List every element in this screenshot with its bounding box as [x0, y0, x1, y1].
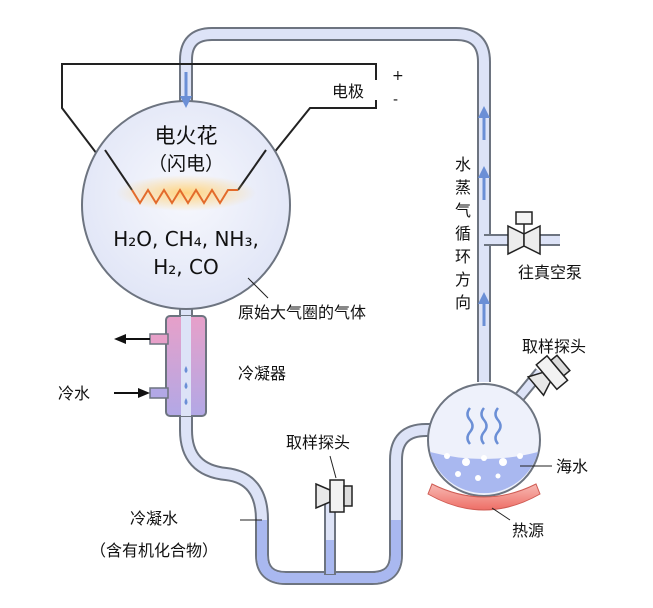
sea-water-label: 海水 [556, 457, 588, 476]
spark-label: 电火花 [155, 124, 218, 148]
sampling-probe-right-label: 取样探头 [522, 337, 586, 356]
flow-arrows-up [478, 106, 490, 326]
glass-tubing [179, 27, 560, 585]
small-flask [427, 383, 541, 497]
gases-line-1: H₂O, CH₄, NH₃, [113, 227, 259, 251]
vapor-char: 环 [455, 247, 471, 266]
condensed-water [257, 520, 401, 583]
atmosphere-label: 原始大气圈的气体 [238, 303, 366, 322]
sampling-probe-left[interactable] [315, 479, 353, 513]
sampling-probe-right[interactable] [526, 351, 574, 399]
heat-source-label: 热源 [512, 521, 544, 540]
organic-compounds-label: （含有机化合物） [90, 541, 218, 560]
vapor-cycle-direction-label: 水 蒸 气 循 环 方 向 [455, 155, 471, 312]
sampling-probe-left-label: 取样探头 [286, 433, 350, 452]
cold-water-in-arrow [114, 388, 150, 398]
cold-water-label: 冷水 [58, 384, 90, 403]
vacuum-valve[interactable] [507, 211, 541, 256]
condenser-label: 冷凝器 [238, 364, 286, 383]
heat-source [427, 483, 541, 511]
vacuum-pump-label: 往真空泵 [518, 263, 582, 282]
warm-water-out-arrow [114, 334, 150, 344]
vapor-char: 向 [455, 293, 471, 312]
vapor-char: 气 [455, 201, 471, 220]
vapor-char: 方 [455, 270, 471, 289]
lightning-label: （闪电） [148, 153, 224, 175]
spark [116, 175, 256, 211]
gases-line-2: H₂, CO [153, 255, 218, 279]
vapor-char: 水 [455, 155, 471, 174]
electrode-minus: - [393, 92, 398, 108]
spark-zigzag [131, 188, 238, 205]
condensed-water-label: 冷凝水 [130, 509, 178, 528]
condenser [149, 315, 207, 417]
sea-water [430, 452, 538, 494]
flow-arrow-down [180, 72, 192, 108]
electrode-plus: + [392, 68, 404, 84]
vapor-char: 蒸 [455, 178, 471, 197]
electrode-label: 电极 [332, 82, 364, 101]
vapor-char: 循 [455, 224, 471, 243]
